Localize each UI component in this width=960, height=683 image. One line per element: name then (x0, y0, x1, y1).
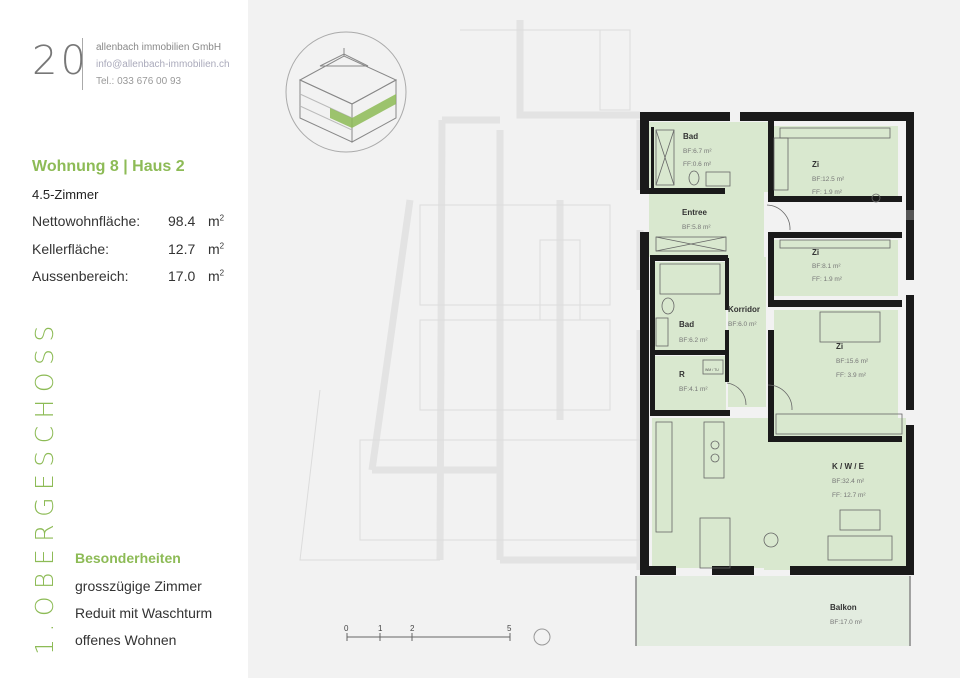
room-area: BF:32.4 m² (832, 478, 865, 485)
company-email[interactable]: info@allenbach-immobilien.ch (96, 59, 230, 70)
area-label: Kellerfläche: (32, 241, 110, 257)
fixtures (655, 127, 903, 569)
room-area: BF:5.8 m² (682, 224, 711, 231)
balcony-area (636, 576, 910, 646)
area-row-cellar: Kellerfläche: 12.7 m2 (32, 241, 232, 259)
area-value: 98.4 (168, 213, 196, 229)
scale-label: 5 (507, 624, 512, 633)
room-area: FF:0.6 m² (683, 161, 712, 168)
room-area: BF:17.0 m² (830, 619, 863, 626)
area-value: 17.0 (168, 268, 196, 284)
room-name: Bad (683, 132, 698, 141)
scale-label: 0 (344, 624, 349, 633)
room-name: Zi (812, 160, 819, 169)
feature-item: Reduit mit Waschturm (75, 605, 213, 621)
company-name: allenbach immobilien GmbH (96, 42, 222, 53)
feature-item: grosszügige Zimmer (75, 578, 202, 594)
area-row-outdoor: Aussenbereich: 17.0 m2 (32, 268, 232, 286)
room-area: FF: 3.9 m² (836, 372, 867, 379)
company-phone: Tel.: 033 676 00 93 (96, 76, 182, 87)
room-area: BF:8.1 m² (812, 263, 841, 270)
area-label: Aussenbereich: (32, 268, 129, 284)
plan-area: Bad BF:6.7 m² FF:0.6 m² Zi BF:12.5 m² FF… (248, 0, 960, 678)
wm-label: WM / TU (705, 368, 719, 372)
floor-plan: Bad BF:6.7 m² FF:0.6 m² Zi BF:12.5 m² FF… (285, 20, 914, 646)
area-label: Nettowohnfläche: (32, 213, 141, 229)
scale-label: 2 (410, 624, 415, 633)
room-area: BF:4.1 m² (679, 386, 708, 393)
room-area: BF:6.2 m² (679, 337, 708, 344)
area-unit: m2 (208, 241, 225, 257)
room-name: Balkon (830, 603, 857, 612)
area-unit: m2 (208, 268, 225, 284)
page-number: 20 (32, 38, 89, 84)
walls (640, 112, 914, 575)
room-area: BF:6.0 m² (728, 321, 757, 328)
room-area: FF: 1.9 m² (812, 189, 843, 196)
room-area: BF:6.7 m² (683, 148, 712, 155)
room-name: Zi (836, 342, 843, 351)
room-name: Korridor (728, 305, 760, 314)
feature-item: offenes Wohnen (75, 632, 177, 648)
room-name: Zi (812, 248, 819, 257)
room-name: K / W / E (832, 462, 865, 471)
room-fills (649, 122, 906, 570)
north-arrow-icon (533, 628, 551, 646)
room-name: R (679, 370, 685, 379)
building-location-icon (285, 31, 407, 153)
header-divider (82, 38, 83, 90)
apartment-title: Wohnung 8 | Haus 2 (32, 158, 185, 175)
area-value: 12.7 (168, 241, 196, 257)
area-unit: m2 (208, 213, 225, 229)
scale-label: 1 (378, 624, 383, 633)
room-name: Bad (679, 320, 694, 329)
neighbour-building-thin (299, 29, 641, 561)
area-row-net: Nettowohnfläche: 98.4 m2 (32, 213, 232, 231)
room-area: FF: 12.7 m² (832, 492, 866, 499)
features-heading: Besonderheiten (75, 550, 181, 566)
room-area: FF: 1.9 m² (812, 276, 843, 283)
info-panel: 20 allenbach immobilien GmbH info@allenb… (0, 0, 248, 678)
room-area: BF:15.6 m² (836, 358, 869, 365)
room-area: BF:12.5 m² (812, 176, 845, 183)
room-count: 4.5-Zimmer (32, 187, 99, 202)
scale-bar: 0 1 2 5 (344, 624, 551, 646)
room-labels: Bad BF:6.7 m² FF:0.6 m² Zi BF:12.5 m² FF… (679, 132, 869, 626)
floor-label: 1.OBERGESCHOSS (30, 318, 59, 655)
room-name: Entree (682, 208, 707, 217)
